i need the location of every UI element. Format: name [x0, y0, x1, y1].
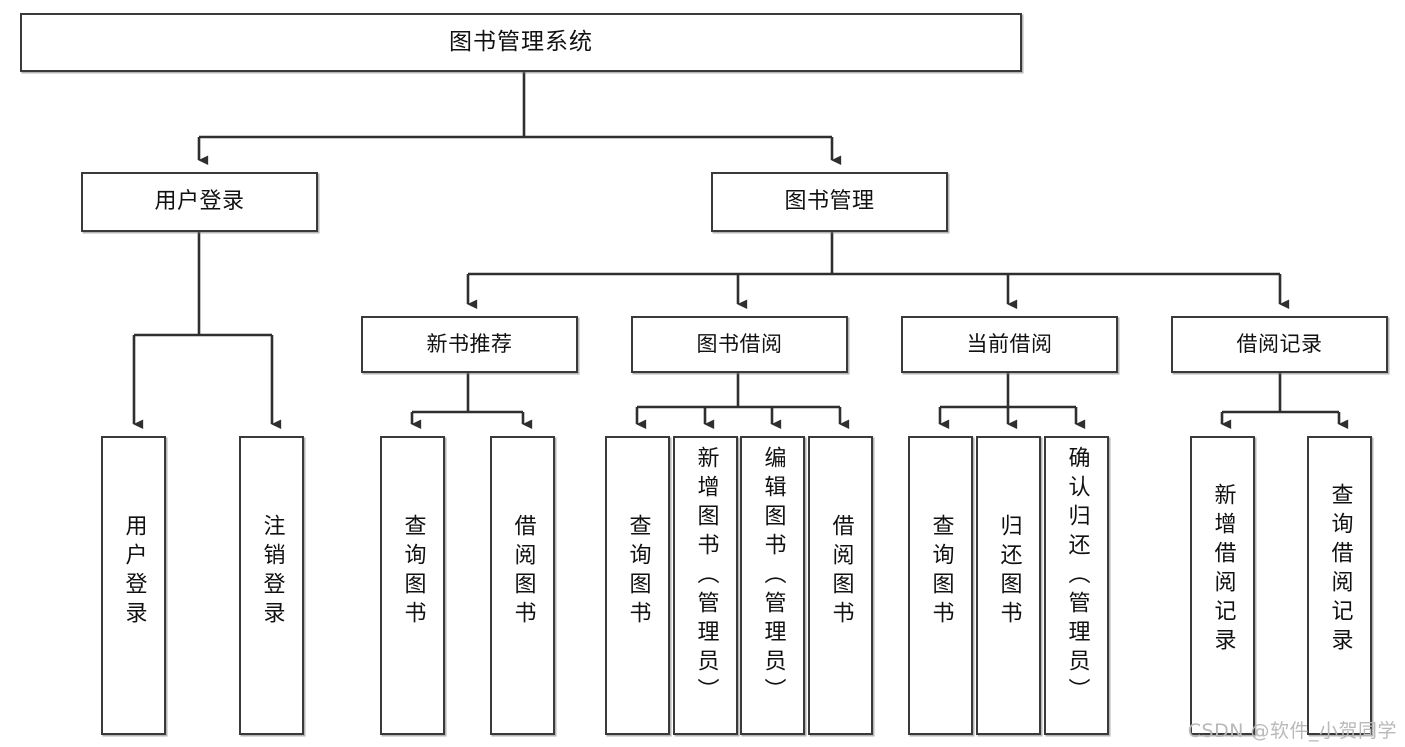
node-book-borrow[interactable]: 图书借阅 [631, 316, 848, 373]
leaf-add-borrow-record[interactable]: 新增借阅记录 [1190, 436, 1255, 735]
node-label: 新增图书（管理员） [693, 446, 719, 707]
node-borrow-record[interactable]: 借阅记录 [1171, 316, 1388, 373]
node-label: 查询借阅记录 [1327, 483, 1353, 657]
leaf-borrow-book-recommend[interactable]: 借阅图书 [490, 436, 555, 735]
node-book-management[interactable]: 图书管理 [711, 172, 948, 232]
leaf-query-book-recommend[interactable]: 查询图书 [380, 436, 445, 735]
node-label: 当前借阅 [966, 332, 1053, 357]
leaf-add-book-admin[interactable]: 新增图书（管理员） [673, 436, 738, 735]
leaf-query-book-current[interactable]: 查询图书 [908, 436, 973, 735]
node-new-book-recommend[interactable]: 新书推荐 [361, 316, 578, 373]
node-label: 查询图书 [625, 514, 651, 630]
node-label: 确认归还（管理员） [1064, 446, 1090, 707]
leaf-query-borrow-record[interactable]: 查询借阅记录 [1307, 436, 1372, 735]
node-label: 借阅图书 [828, 514, 854, 630]
node-label: 注销登录 [259, 514, 285, 630]
leaf-edit-book-admin[interactable]: 编辑图书（管理员） [740, 436, 805, 735]
node-user-login[interactable]: 用户登录 [81, 172, 318, 232]
node-label: 用户登录 [121, 514, 147, 630]
node-label: 查询图书 [400, 514, 426, 630]
node-label: 借阅图书 [510, 514, 536, 630]
node-label: 新增借阅记录 [1210, 483, 1236, 657]
leaf-query-book-borrow[interactable]: 查询图书 [605, 436, 670, 735]
node-label: 归还图书 [996, 514, 1022, 630]
leaf-borrow-book[interactable]: 借阅图书 [808, 436, 873, 735]
leaf-user-login[interactable]: 用户登录 [101, 436, 166, 735]
node-current-borrow[interactable]: 当前借阅 [901, 316, 1118, 373]
node-label: 图书借阅 [696, 332, 783, 357]
node-label: 图书管理系统 [449, 28, 593, 55]
node-label: 借阅记录 [1236, 332, 1323, 357]
leaf-logout[interactable]: 注销登录 [239, 436, 304, 735]
node-label: 编辑图书（管理员） [760, 446, 786, 707]
watermark: CSDN @软件_小贺同学 [1187, 720, 1397, 742]
node-label: 用户登录 [154, 189, 245, 215]
node-label: 新书推荐 [426, 332, 513, 357]
node-label: 图书管理 [784, 189, 875, 215]
node-root-system[interactable]: 图书管理系统 [20, 13, 1022, 72]
leaf-return-book[interactable]: 归还图书 [976, 436, 1041, 735]
leaf-confirm-return-admin[interactable]: 确认归还（管理员） [1044, 436, 1109, 735]
node-label: 查询图书 [928, 514, 954, 630]
